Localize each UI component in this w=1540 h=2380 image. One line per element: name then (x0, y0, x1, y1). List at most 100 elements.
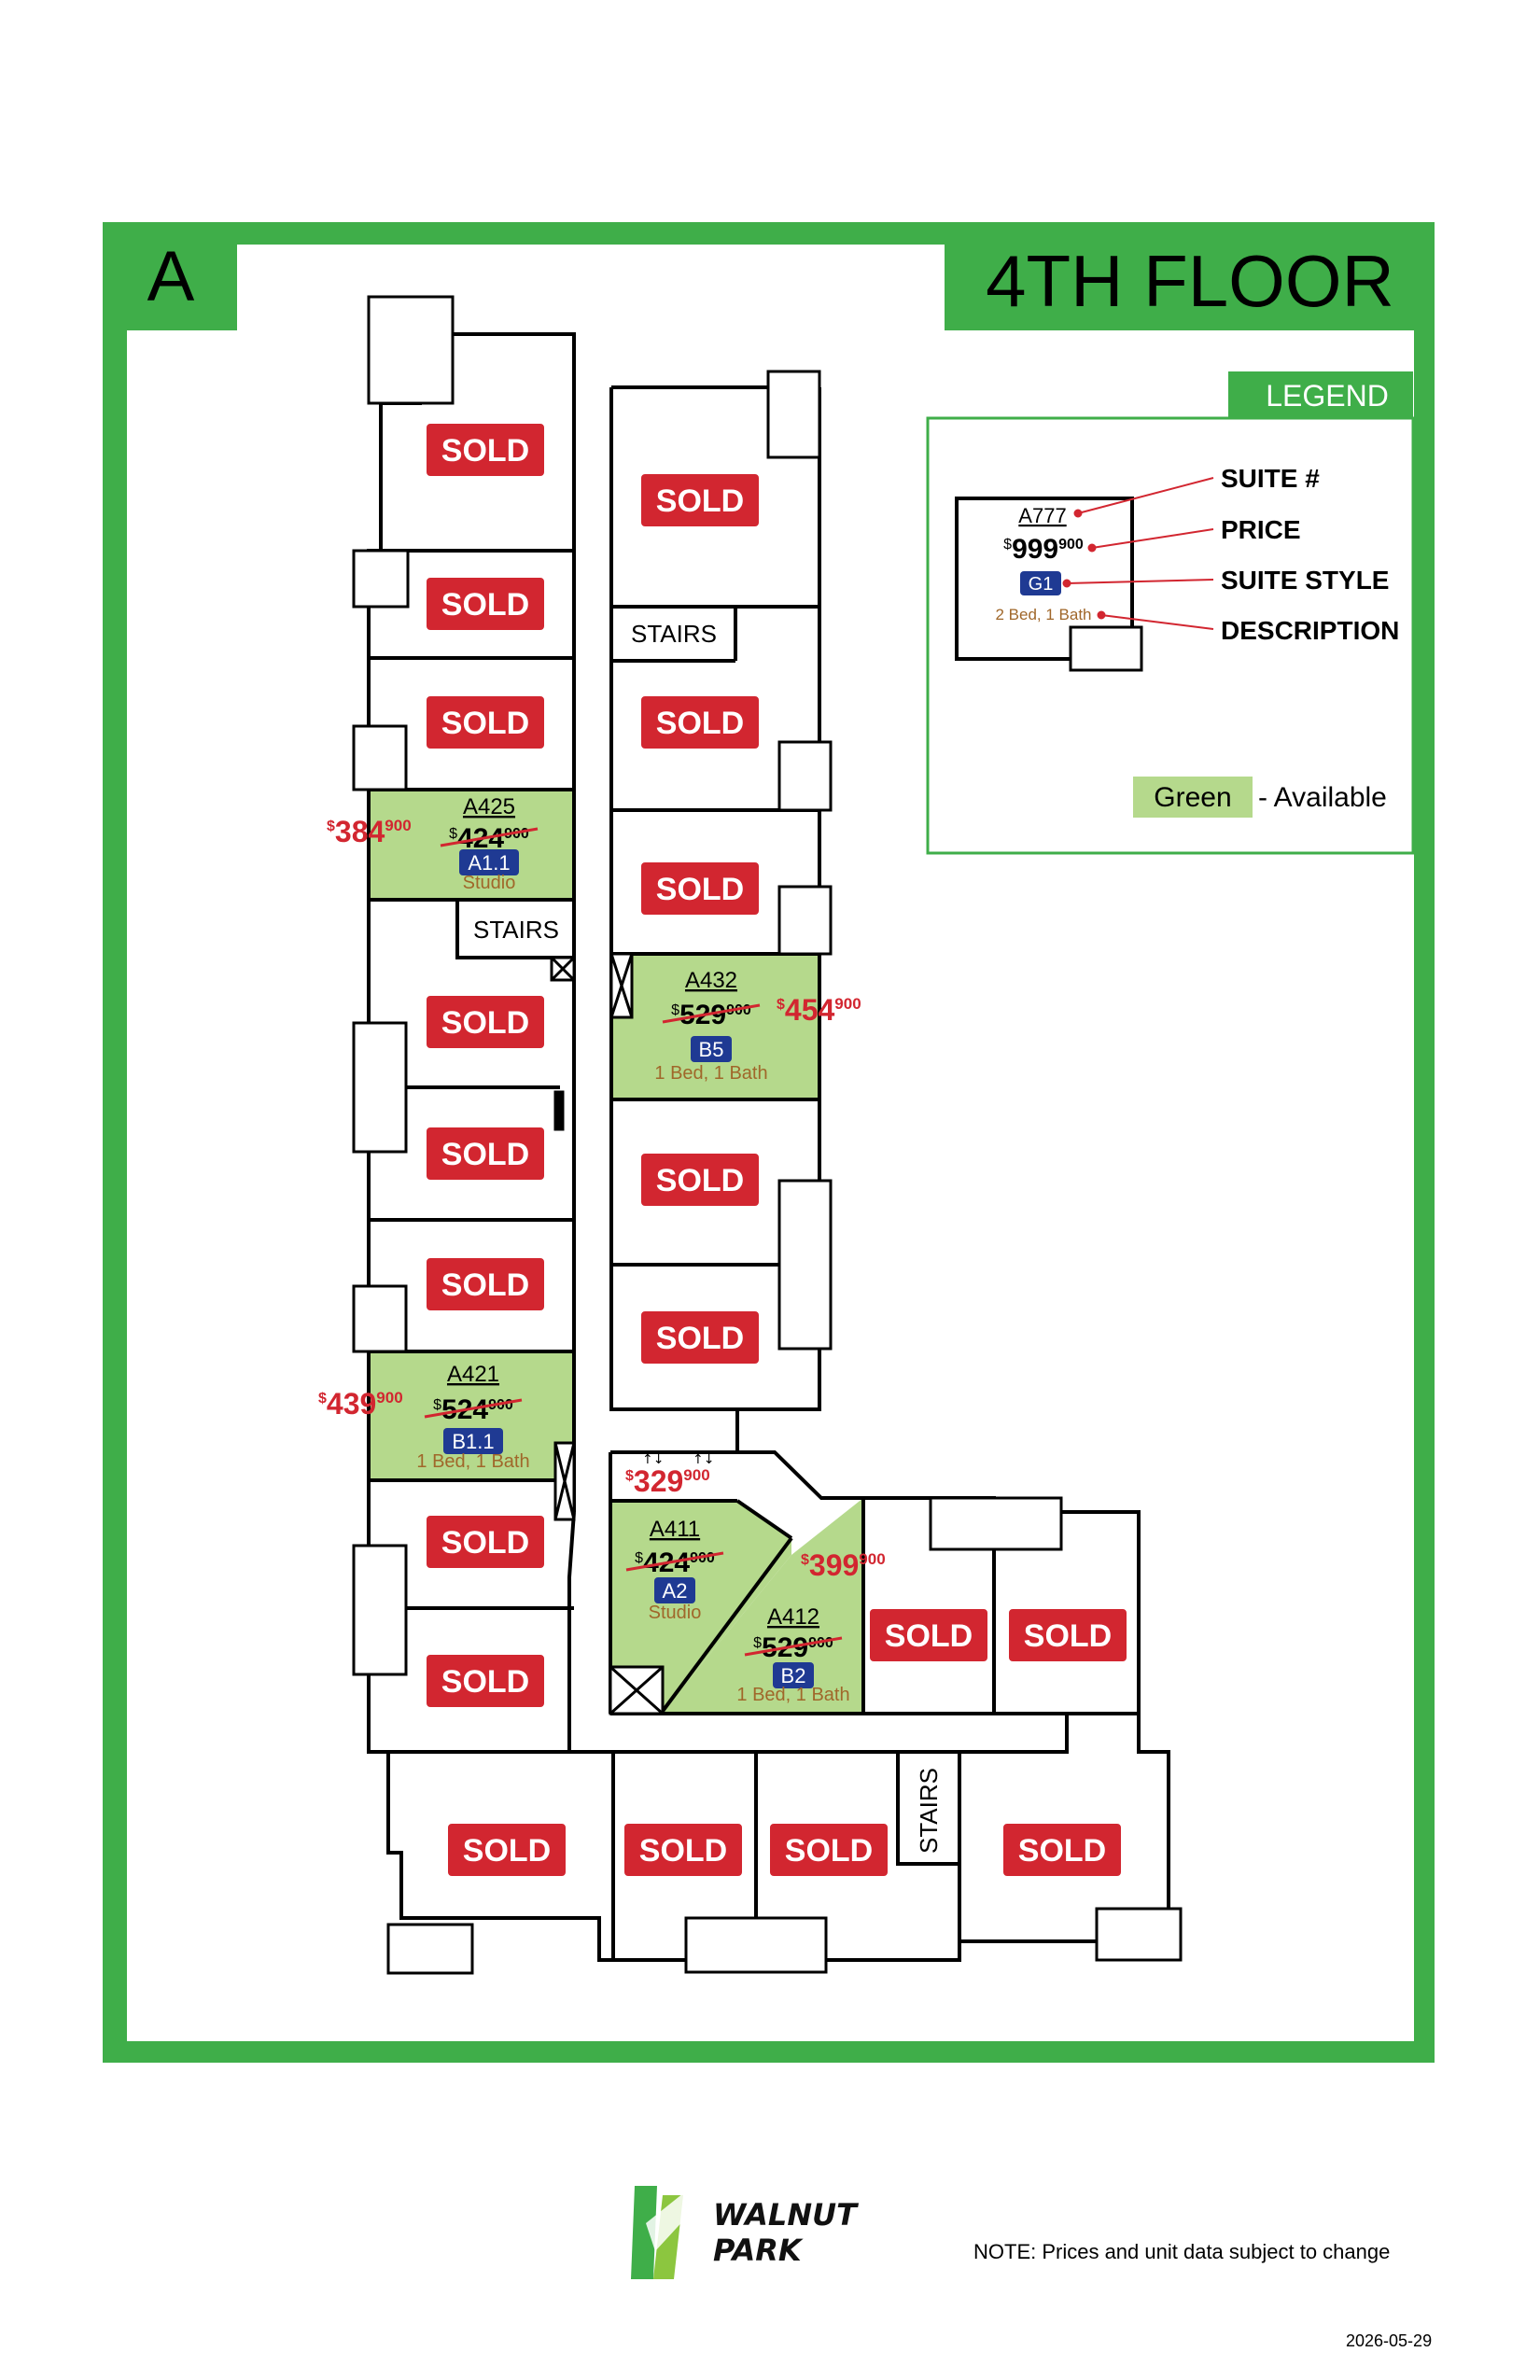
footer-note: NOTE: Prices and unit data subject to ch… (973, 2240, 1391, 2263)
svg-text:↑↓: ↑↓ (693, 1452, 714, 1467)
elevator-shafts (550, 952, 665, 1715)
suite-style: B5 (699, 1038, 724, 1061)
sold-label: SOLD (656, 1163, 744, 1198)
legend-label-suite: SUITE # (1221, 464, 1320, 493)
building-letter-box (103, 222, 237, 330)
new-price: $454900 (777, 993, 861, 1027)
legend-sample-price: $999900 (1003, 534, 1084, 565)
legend-available-label: Green (1154, 782, 1231, 813)
sold-badge: SOLD (639, 694, 761, 750)
sold-label: SOLD (441, 1525, 529, 1561)
suite-style: B2 (781, 1664, 806, 1687)
walnut-park-logo-mark (631, 2186, 698, 2279)
legend-available-swatch (1133, 777, 1253, 818)
legend-sample-suite: A777 (1018, 504, 1066, 527)
sold-badge: SOLD (868, 1607, 989, 1663)
legend-label-description: DESCRIPTION (1221, 616, 1399, 645)
sold-badges: SOLD SOLD SOLD SOLD SOLD SOLD SOLD SOLD SOLD SOLD… (425, 422, 1128, 1878)
legend-label-style: SUITE STYLE (1221, 566, 1389, 595)
logo-line1: WALNUT (713, 2197, 857, 2233)
suite-description: Studio (463, 873, 516, 893)
sold-badge: SOLD (425, 1256, 546, 1312)
available-suite-a421: A421$524900B1.11 Bed, 1 Bath$439900 (318, 1362, 530, 1472)
building-letter: A (147, 237, 195, 316)
sold-badge: SOLD (425, 1126, 546, 1182)
balconies (352, 295, 1183, 1975)
print-date: 2026-05-29 (1346, 2331, 1433, 2350)
style-badge (443, 1428, 503, 1454)
sold-label: SOLD (885, 1618, 973, 1654)
map-frame-inner (127, 245, 1414, 2041)
legend-title: LEGEND (1266, 379, 1389, 413)
floor-title: 4TH FLOOR (986, 240, 1394, 322)
suite-style: B1.1 (452, 1430, 494, 1453)
legend-available-text: - Available (1258, 782, 1387, 813)
sold-label: SOLD (441, 1005, 529, 1041)
sold-label: SOLD (441, 587, 529, 623)
logo-line2: PARK (713, 2233, 802, 2268)
sold-badge: SOLD (639, 472, 761, 528)
sold-badge: SOLD (425, 694, 546, 750)
style-badge (459, 849, 519, 875)
sold-badge: SOLD (623, 1822, 744, 1878)
price-strike (625, 1551, 724, 1572)
new-price: $329900 (625, 1464, 710, 1498)
svg-text:↑↓: ↑↓ (642, 1452, 664, 1467)
price-strike (744, 1636, 843, 1657)
sold-badge: SOLD (425, 994, 546, 1050)
new-price: $399900 (801, 1548, 886, 1582)
sold-badge: SOLD (425, 1653, 546, 1709)
sold-badge: SOLD (425, 1514, 546, 1570)
price-strike (440, 827, 539, 847)
sold-badge: SOLD (425, 422, 546, 478)
sold-badge: SOLD (1007, 1607, 1128, 1663)
new-price: $439900 (318, 1387, 403, 1421)
sold-label: SOLD (441, 1137, 529, 1172)
available-suite-labels: A425$424900A1.1Studio$384900A432$529900B… (318, 794, 886, 1705)
suite-number: A421 (447, 1362, 499, 1387)
legend-leader-lines (1062, 477, 1214, 630)
sold-label: SOLD (656, 706, 744, 741)
suite-style: A2 (663, 1579, 688, 1603)
suite-description: 1 Bed, 1 Bath (736, 1685, 849, 1705)
available-suite-a412: A412$529900B21 Bed, 1 Bath$399900 (736, 1548, 885, 1705)
suite-number: A425 (463, 794, 515, 819)
sold-label: SOLD (656, 1321, 744, 1356)
sold-label: SOLD (656, 483, 744, 519)
sold-badge: SOLD (768, 1822, 889, 1878)
style-badge (654, 1577, 695, 1603)
suite-description: 1 Bed, 1 Bath (654, 1063, 767, 1084)
new-price: $384900 (327, 815, 412, 848)
legend-label-price: PRICE (1221, 515, 1301, 544)
sold-label: SOLD (441, 433, 529, 469)
suite-style: A1.1 (468, 851, 510, 875)
sold-label: SOLD (441, 1664, 529, 1700)
walnut-park-logo: WALNUT PARK (627, 2186, 907, 2279)
legend-sample-balcony (1069, 625, 1143, 672)
sold-label: SOLD (441, 706, 529, 741)
suite-number: A432 (685, 968, 737, 993)
sold-label: SOLD (1018, 1833, 1106, 1869)
available-suite-a432: A432$529900B51 Bed, 1 Bath$454900 (654, 968, 861, 1084)
stairs-label-bottom: STAIRS (915, 1768, 943, 1854)
style-badge (691, 1036, 732, 1062)
available-suite-a411: A411$424900A2Studio$329900 (625, 1464, 724, 1623)
legend-box (926, 416, 1415, 855)
sold-badge: SOLD (639, 861, 761, 917)
stairs-label-left: STAIRS (473, 916, 559, 944)
suite-number: A411 (650, 1517, 700, 1542)
suite-description: Studio (649, 1603, 702, 1623)
sold-badge: SOLD (446, 1822, 567, 1878)
legend-sample-description: 2 Bed, 1 Bath (995, 606, 1091, 623)
sold-label: SOLD (1024, 1618, 1112, 1654)
floor-title-box (945, 222, 1435, 330)
sold-badge: SOLD (425, 576, 546, 632)
sold-label: SOLD (639, 1833, 727, 1869)
sold-label: SOLD (441, 1267, 529, 1303)
sold-badge: SOLD (639, 1309, 761, 1365)
legend-sample-style-badge (1020, 571, 1061, 595)
price-strike (662, 1003, 761, 1024)
sold-label: SOLD (463, 1833, 551, 1869)
